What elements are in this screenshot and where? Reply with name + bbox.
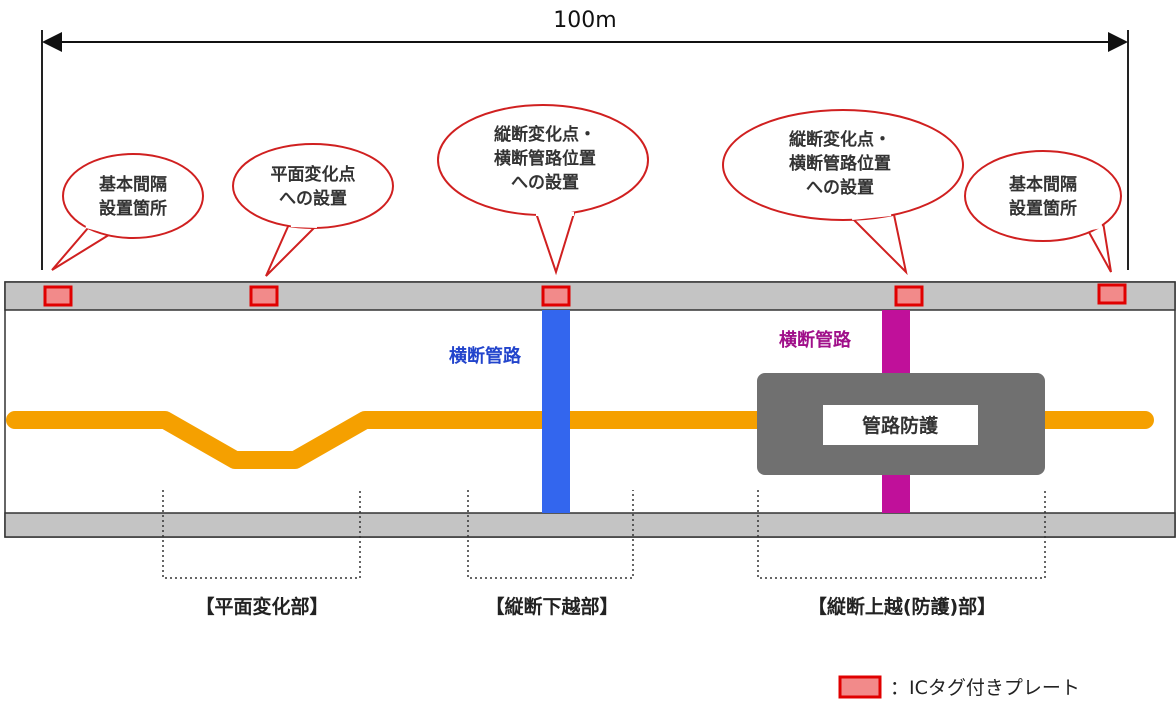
dimension-label: 100m (553, 8, 616, 33)
ic-tag-plate (1097, 283, 1127, 305)
ic-tag-plate (541, 285, 571, 307)
callout-2: 平面変化点 への設置 (232, 143, 394, 277)
section-bracket-over-crossing (757, 490, 1046, 579)
ic-tags (43, 283, 1127, 307)
main-pipe (6, 411, 1154, 469)
crossing-pipe-label: 横断管路 (449, 345, 522, 367)
callout-text: 横断管路位置 (494, 148, 596, 169)
callout-text: 設置箇所 (99, 198, 167, 219)
ic-tag-plate (894, 285, 924, 307)
pipe-protection-label-box (823, 405, 978, 445)
ic-tag-plate (43, 285, 73, 307)
section-label-plan-change: 【平面変化部】 (195, 595, 328, 618)
callout-text: への設置 (279, 188, 347, 209)
section-label-under-crossing: 【縦断下越部】 (485, 595, 618, 618)
ic-tag-plate (249, 285, 279, 307)
callout-5: 基本間隔 設置箇所 (964, 150, 1122, 273)
callout-text: 平面変化点 (271, 164, 356, 185)
pipe-protection-label: 管路防護 (862, 414, 939, 437)
crossing-pipe-blue (542, 310, 570, 513)
dimension-100m: 100m (41, 8, 1129, 270)
callout-text: 縦断変化点・ (789, 129, 891, 150)
callout-3: 縦断変化点・ 横断管路位置 への設置 (437, 104, 649, 276)
section-bracket-under-crossing (467, 490, 634, 579)
callout-text: への設置 (806, 177, 874, 198)
callout-text: 設置箇所 (1009, 198, 1077, 219)
callout-text: 基本間隔 (98, 174, 167, 195)
crossing-pipe-label: 横断管路 (779, 329, 852, 351)
callout-text: 横断管路位置 (789, 153, 891, 174)
callout-4: 縦断変化点・ 横断管路位置 への設置 (722, 109, 964, 276)
callout-text: への設置 (511, 172, 579, 193)
top-band (4, 281, 1176, 311)
section-bracket-plan-change (162, 490, 361, 579)
callout-text: 縦断変化点・ (494, 124, 596, 145)
bottom-band (4, 512, 1176, 538)
legend: ：ICタグ付きプレート (838, 675, 1080, 699)
legend-label: ：ICタグ付きプレート (890, 677, 1080, 699)
callout-1: 基本間隔 設置箇所 (51, 153, 204, 271)
callout-text: 基本間隔 (1008, 174, 1077, 195)
section-label-over-crossing: 【縦断上越(防護)部】 (808, 595, 996, 618)
legend-ic-tag-icon (838, 675, 882, 699)
